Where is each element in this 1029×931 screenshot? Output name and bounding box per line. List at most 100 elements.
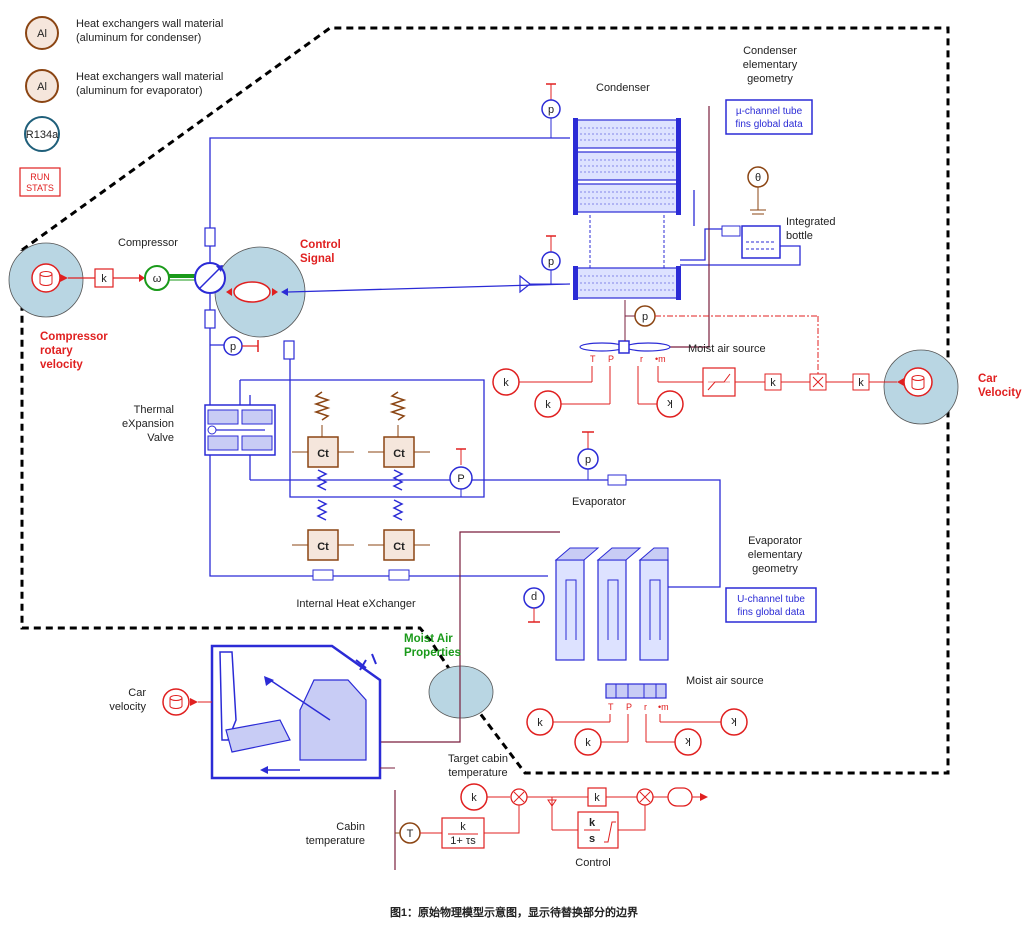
compressor-volume-top[interactable] xyxy=(204,227,216,247)
integrated-bottle-label-2: bottle xyxy=(786,230,813,242)
p-symbol-1: p xyxy=(230,341,236,353)
condenser-pressure-sensor-top[interactable] xyxy=(541,83,561,138)
wall-material-evaporator-icon[interactable] xyxy=(25,69,59,103)
condenser-geometry-label-1: Condenser xyxy=(743,45,797,57)
wall-material-condenser-icon[interactable] xyxy=(25,16,59,50)
moist-air-source-top-label: Moist air source xyxy=(688,343,766,355)
cabin-model[interactable] xyxy=(210,644,382,780)
evaporator-box-label-2: fins global data xyxy=(737,607,805,618)
port-m-2: •m xyxy=(658,702,669,712)
control-signal-sensor[interactable] xyxy=(226,281,278,303)
al-symbol-2: Al xyxy=(37,81,47,93)
air-pressure-sensor[interactable] xyxy=(624,300,656,341)
port-P-1: P xyxy=(608,354,614,364)
omega-symbol: ω xyxy=(153,273,162,285)
ct-label-2: Ct xyxy=(393,448,405,460)
wall-condenser-label-2: (aluminum for condenser) xyxy=(76,32,201,44)
p-symbol-2: p xyxy=(548,104,554,116)
condenser-geometry-box[interactable] xyxy=(725,99,813,135)
refrigerant-label: R134a xyxy=(26,129,59,141)
port-r-2: r xyxy=(644,702,647,712)
control-label: Control xyxy=(575,857,610,869)
ihx-thermal-3[interactable] xyxy=(292,499,354,581)
run-stats-label-2: STATS xyxy=(26,183,54,193)
car-velocity-left-label-2: velocity xyxy=(109,701,146,713)
moist-air-source-bottom-label: Moist air source xyxy=(686,675,764,687)
moist-air-properties-label-2: Properties xyxy=(404,647,461,659)
evaporator-pressure-sensor[interactable] xyxy=(577,431,599,480)
control-output[interactable] xyxy=(667,787,693,807)
condenser-pressure-sensor-bottom[interactable] xyxy=(541,235,561,284)
p-big-symbol: P xyxy=(457,473,464,485)
t-symbol: T xyxy=(407,828,414,840)
moist-air-properties-highlight xyxy=(428,665,494,719)
thermal-expansion-valve[interactable] xyxy=(204,404,276,456)
evaporator-blower[interactable] xyxy=(605,683,667,699)
run-stats-button[interactable] xyxy=(19,167,61,197)
k-sym-10: k xyxy=(471,792,477,804)
condenser-fan[interactable] xyxy=(579,340,671,354)
evaporator-box-label-1: U-channel tube xyxy=(737,594,805,605)
port-m-1: •m xyxy=(655,354,666,364)
figure-caption: 图1：原始物理模型示意图，显示待替换部分的边界 xyxy=(390,905,638,919)
control-signal-label-1: Control xyxy=(300,239,341,251)
k-sym-9: k xyxy=(731,715,737,727)
car-velocity-source-right[interactable] xyxy=(897,367,933,397)
ihx-volume[interactable] xyxy=(283,340,295,360)
legend: Al Heat exchangers wall material (alumin… xyxy=(19,16,223,197)
refrigerant-icon[interactable] xyxy=(24,116,60,152)
compressor-volume-bottom[interactable] xyxy=(204,309,216,329)
txv-label-2: eXpansion xyxy=(122,418,174,430)
port-P-2: P xyxy=(626,702,632,712)
ct-label-1: Ct xyxy=(317,448,329,460)
integrated-bottle-label-1: Integrated xyxy=(786,216,836,228)
ihx-thermal-4[interactable] xyxy=(368,499,430,581)
k-sym-7: k xyxy=(585,737,591,749)
txv-label-3: Valve xyxy=(147,432,174,444)
evaporator-geometry-label-2: elementary xyxy=(748,549,803,561)
evaporator-label: Evaporator xyxy=(572,496,626,508)
ihx-thermal-1[interactable] xyxy=(292,391,354,491)
filter-num: k xyxy=(460,821,466,833)
k-sym-6: k xyxy=(537,717,543,729)
condenser-geometry-label-2: elementary xyxy=(743,59,798,71)
evaporator-pressure-sensor-2[interactable] xyxy=(523,587,545,623)
condenser-box-label-1: µ-channel tube xyxy=(736,106,803,117)
evaporator-core[interactable] xyxy=(554,547,669,661)
cabin-temp-label-1: Cabin xyxy=(336,821,365,833)
moist-air-properties-label-1: Moist Air xyxy=(404,633,453,645)
bottle-temperature-sensor[interactable] xyxy=(747,166,769,215)
target-cabin-label-1: Target cabin xyxy=(448,753,508,765)
port-T-2: T xyxy=(608,702,614,712)
condenser-core[interactable] xyxy=(573,118,681,300)
vent-icon xyxy=(355,653,377,671)
pi-num: k xyxy=(589,817,596,829)
ihx-thermal-2[interactable] xyxy=(368,391,430,491)
compressor-velocity-label-2: rotary xyxy=(40,345,73,357)
pi-den: s xyxy=(589,833,595,845)
port-T-1: T xyxy=(590,354,596,364)
theta-symbol: θ xyxy=(755,172,761,184)
ct-label-4: Ct xyxy=(393,541,405,553)
k-sym-2: k xyxy=(545,399,551,411)
evaporator-volume[interactable] xyxy=(607,474,627,486)
integrated-bottle[interactable] xyxy=(721,225,781,259)
k-sym-4: k xyxy=(770,377,776,389)
compressor-velocity-source[interactable] xyxy=(31,263,68,293)
air-lines xyxy=(380,106,710,870)
k-sym-11: k xyxy=(594,792,600,804)
car-velocity-left-label-1: Car xyxy=(128,687,146,699)
p-symbol-3: p xyxy=(548,256,554,268)
condenser-heat-valve[interactable] xyxy=(519,274,570,294)
air-source-ports-top: T P r •m xyxy=(590,354,666,404)
ihx-pressure-sensor[interactable] xyxy=(449,448,473,497)
evaporator-geometry-box[interactable] xyxy=(725,587,817,623)
car-velocity-right-label-2: Velocity xyxy=(978,387,1022,399)
car-velocity-source-left[interactable] xyxy=(162,688,212,716)
condenser-geometry-label-3: geometry xyxy=(747,73,793,85)
p-symbol-5: p xyxy=(585,454,591,466)
k-sym-5: k xyxy=(858,377,864,389)
port-r-1: r xyxy=(640,354,643,364)
control-signal-label-2: Signal xyxy=(300,253,335,265)
